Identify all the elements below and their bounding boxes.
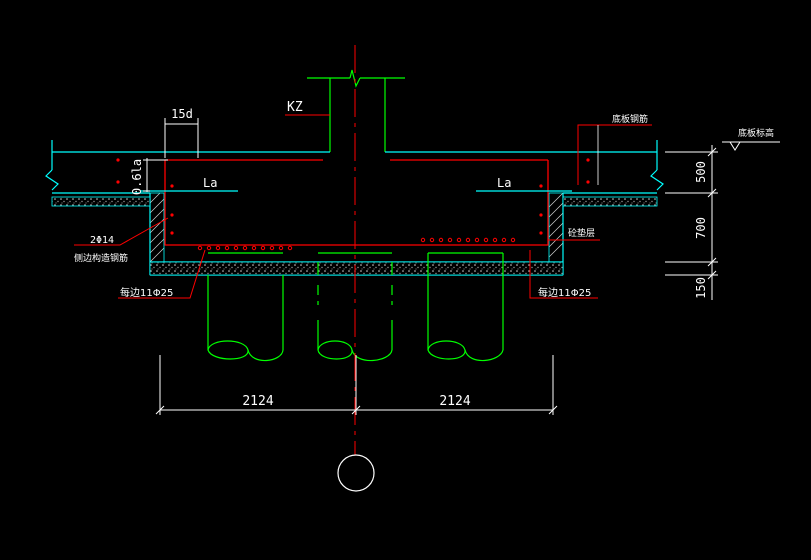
rebar	[140, 159, 572, 246]
label-bottom-left: 每边11Φ25	[120, 286, 173, 299]
label-cover-plate: 砼垫层	[568, 227, 595, 239]
dim-150: 150	[694, 277, 708, 299]
label-bottom-right: 每边11Φ25	[538, 286, 591, 299]
bottom-bar-dots	[197, 237, 516, 251]
label-15d: 15d	[171, 107, 193, 121]
label-side-bars-count: 2Φ14	[90, 235, 114, 246]
top-steel-leader	[577, 124, 652, 185]
elevation-symbol	[722, 141, 780, 151]
span-right-label: 2124	[439, 394, 470, 409]
span-left-label: 2124	[242, 394, 273, 409]
rebar-dots	[116, 158, 590, 235]
label-la-right: La	[497, 176, 511, 190]
dim-15d	[164, 118, 199, 158]
label-la-left: La	[203, 176, 217, 190]
dimensions-horizontal	[155, 355, 558, 415]
dim-500: 500	[694, 161, 708, 183]
bottom-right-leader	[529, 250, 598, 299]
dimensions-vertical	[665, 145, 718, 300]
label-kz: KZ	[287, 100, 303, 115]
dim-06la	[143, 158, 168, 192]
grid-bubble	[337, 454, 375, 492]
side-bars-leader	[74, 217, 169, 246]
label-top-steel: 底板钢筋	[612, 113, 648, 125]
dim-700: 700	[694, 217, 708, 239]
label-elevation: 底板标高	[738, 127, 774, 139]
label-side-bars-desc: 侧边构造钢筋	[74, 252, 128, 264]
cushion-hatch	[51, 192, 658, 276]
label-06la: 0.6la	[130, 159, 144, 195]
piles	[207, 252, 504, 362]
column-kz	[307, 69, 405, 152]
bottom-left-leader	[118, 249, 206, 299]
